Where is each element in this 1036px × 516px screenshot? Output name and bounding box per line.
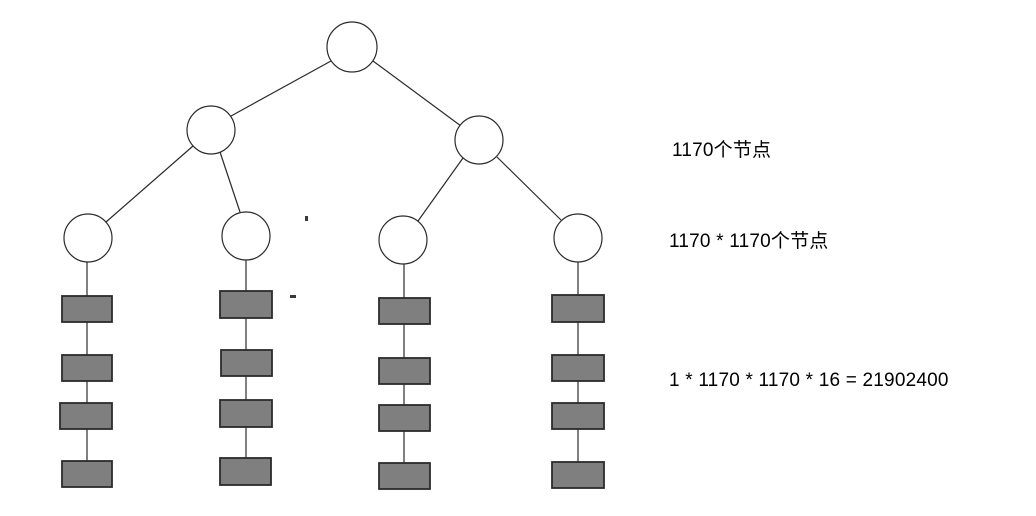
leaf-node-circle-3 [378, 215, 428, 265]
leaf-node-circle-2 [221, 211, 271, 261]
data-block [551, 402, 605, 430]
leaf-node-circle-1 [63, 213, 113, 263]
leaf-chain-1 [59, 262, 113, 488]
edge-n2-to-l4 [496, 156, 562, 221]
data-block [551, 294, 605, 323]
internal-node-circle-left [186, 105, 236, 155]
data-block [378, 462, 431, 490]
edge-group-root [230, 60, 462, 127]
scan-artifact-speck [305, 216, 308, 221]
edge-root-to-n1 [230, 60, 332, 117]
edge-n1-to-l1 [105, 145, 194, 223]
data-block [220, 349, 273, 377]
data-block [378, 297, 431, 325]
data-block [219, 290, 273, 319]
data-block [378, 404, 431, 432]
leaf-chain-4 [551, 262, 605, 489]
edge-group-level1 [105, 145, 562, 223]
data-block [61, 354, 113, 382]
data-block [219, 457, 272, 486]
data-block [61, 295, 113, 323]
edge-root-to-n2 [372, 60, 462, 127]
data-block [61, 460, 113, 488]
internal-node-circle-right [454, 115, 504, 165]
root-node-circle [326, 21, 378, 73]
data-block [551, 354, 605, 382]
leaf-chain-3 [378, 264, 431, 490]
data-block [551, 461, 605, 489]
scan-artifact-dash [290, 295, 296, 298]
leaf-node-circle-4 [553, 213, 603, 263]
edge-n2-to-l3 [417, 157, 464, 222]
data-block [59, 402, 113, 430]
data-block [378, 357, 431, 385]
leaf-chain-2 [219, 260, 273, 486]
edge-n1-to-l2 [219, 151, 241, 213]
data-block [219, 399, 273, 428]
